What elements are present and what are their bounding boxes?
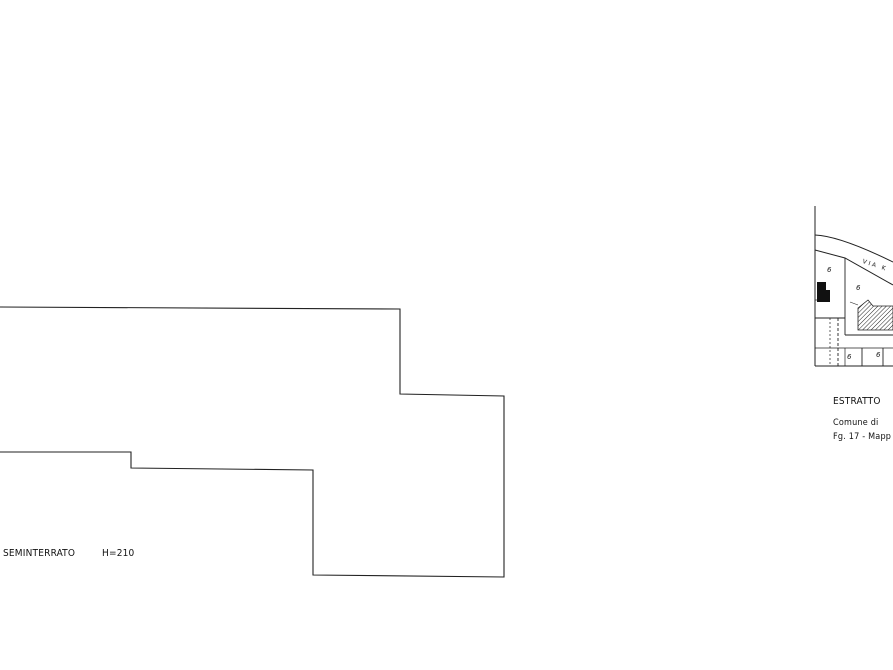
floor-name-label: SEMINTERRATO: [3, 548, 76, 559]
parcel-number: 6: [856, 284, 861, 292]
parcel-number: 6: [847, 353, 852, 361]
subject-building-hatched: [857, 299, 893, 331]
basement-floor-outline: [0, 306, 505, 578]
extract-title: ESTRATTO: [833, 396, 881, 407]
municipality-line: Comune di: [833, 418, 879, 428]
parcel-number: 6: [876, 351, 881, 359]
parcel-number: 6: [827, 266, 832, 274]
building-block: [817, 282, 826, 302]
sheet-parcel-line: Fg. 17 - Mapp: [833, 432, 892, 442]
ceiling-height-label: H=210: [102, 548, 135, 559]
cadastral-map: [814, 206, 893, 367]
